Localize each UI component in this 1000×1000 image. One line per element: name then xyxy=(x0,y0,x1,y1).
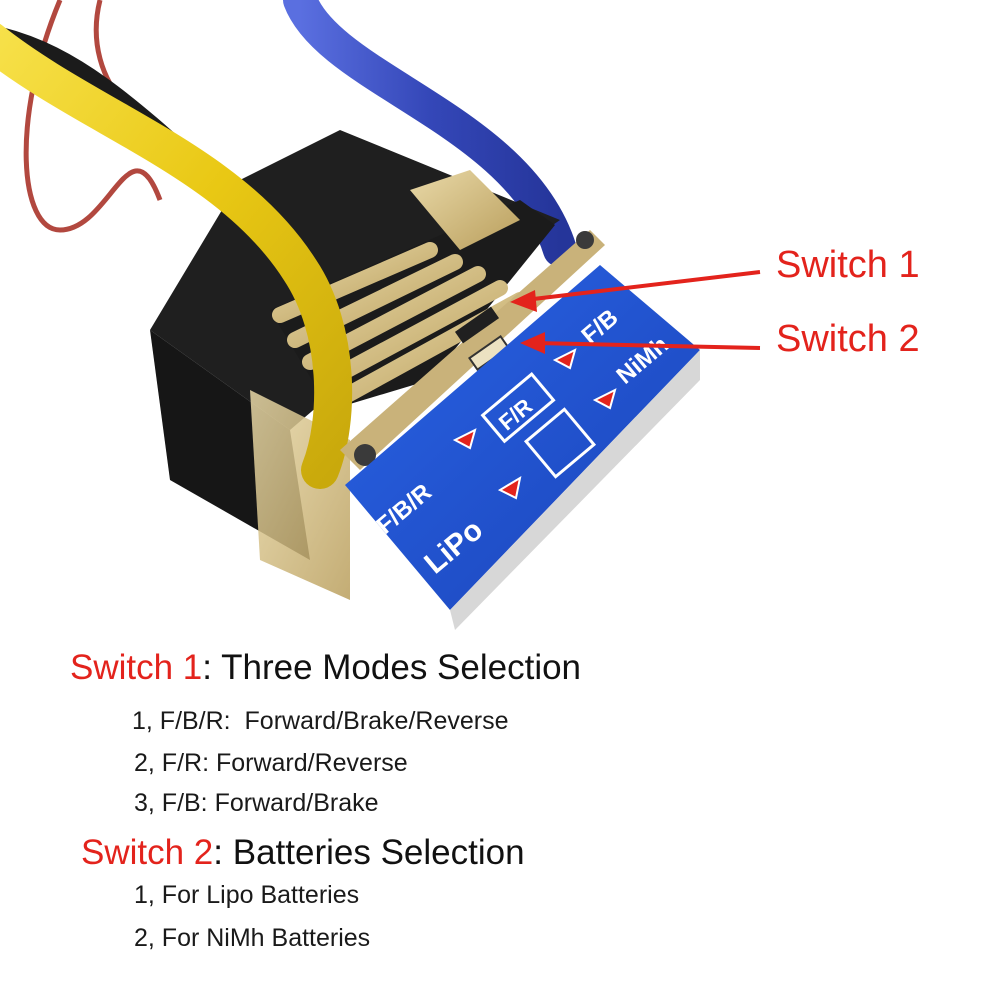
product-photo: F/B/R LiPo F/B NiMh F/R xyxy=(0,0,761,630)
switch-2-title: Batteries Selection xyxy=(232,833,525,872)
board-empty-square xyxy=(523,407,597,479)
board-label-fr-box xyxy=(480,371,556,444)
switch-2-name: Switch 2 xyxy=(81,833,214,872)
blue-wire xyxy=(283,0,577,267)
switch-2-heading: Switch 2: Batteries Selection xyxy=(81,835,525,870)
switch-1-option: 2, F/R: Forward/Reverse xyxy=(134,749,408,777)
switch-2-callout: Switch 2 xyxy=(776,318,920,360)
switch-1-option: 3, F/B: Forward/Brake xyxy=(134,789,379,817)
switch-1-option: 1, F/B/R: Forward/Brake/Reverse xyxy=(132,707,509,735)
yellow-wire xyxy=(0,23,353,489)
switch-1[interactable] xyxy=(454,306,500,344)
switch-1-title: Three Modes Selection xyxy=(221,648,582,687)
mode-label-panel xyxy=(345,265,700,610)
switch-1-name: Switch 1 xyxy=(70,648,203,687)
pcb-edge xyxy=(340,230,605,470)
switch-1-callout: Switch 1 xyxy=(776,244,920,286)
callout-arrows xyxy=(510,270,761,354)
switch-2-colon: : xyxy=(213,833,233,872)
switch-1-colon: : xyxy=(202,648,222,687)
switch-2-option: 2, For NiMh Batteries xyxy=(134,924,371,952)
switch-1-heading: Switch 1: Three Modes Selection xyxy=(70,650,581,685)
switch-2-option: 1, For Lipo Batteries xyxy=(134,881,360,909)
board-arrows xyxy=(452,348,617,500)
